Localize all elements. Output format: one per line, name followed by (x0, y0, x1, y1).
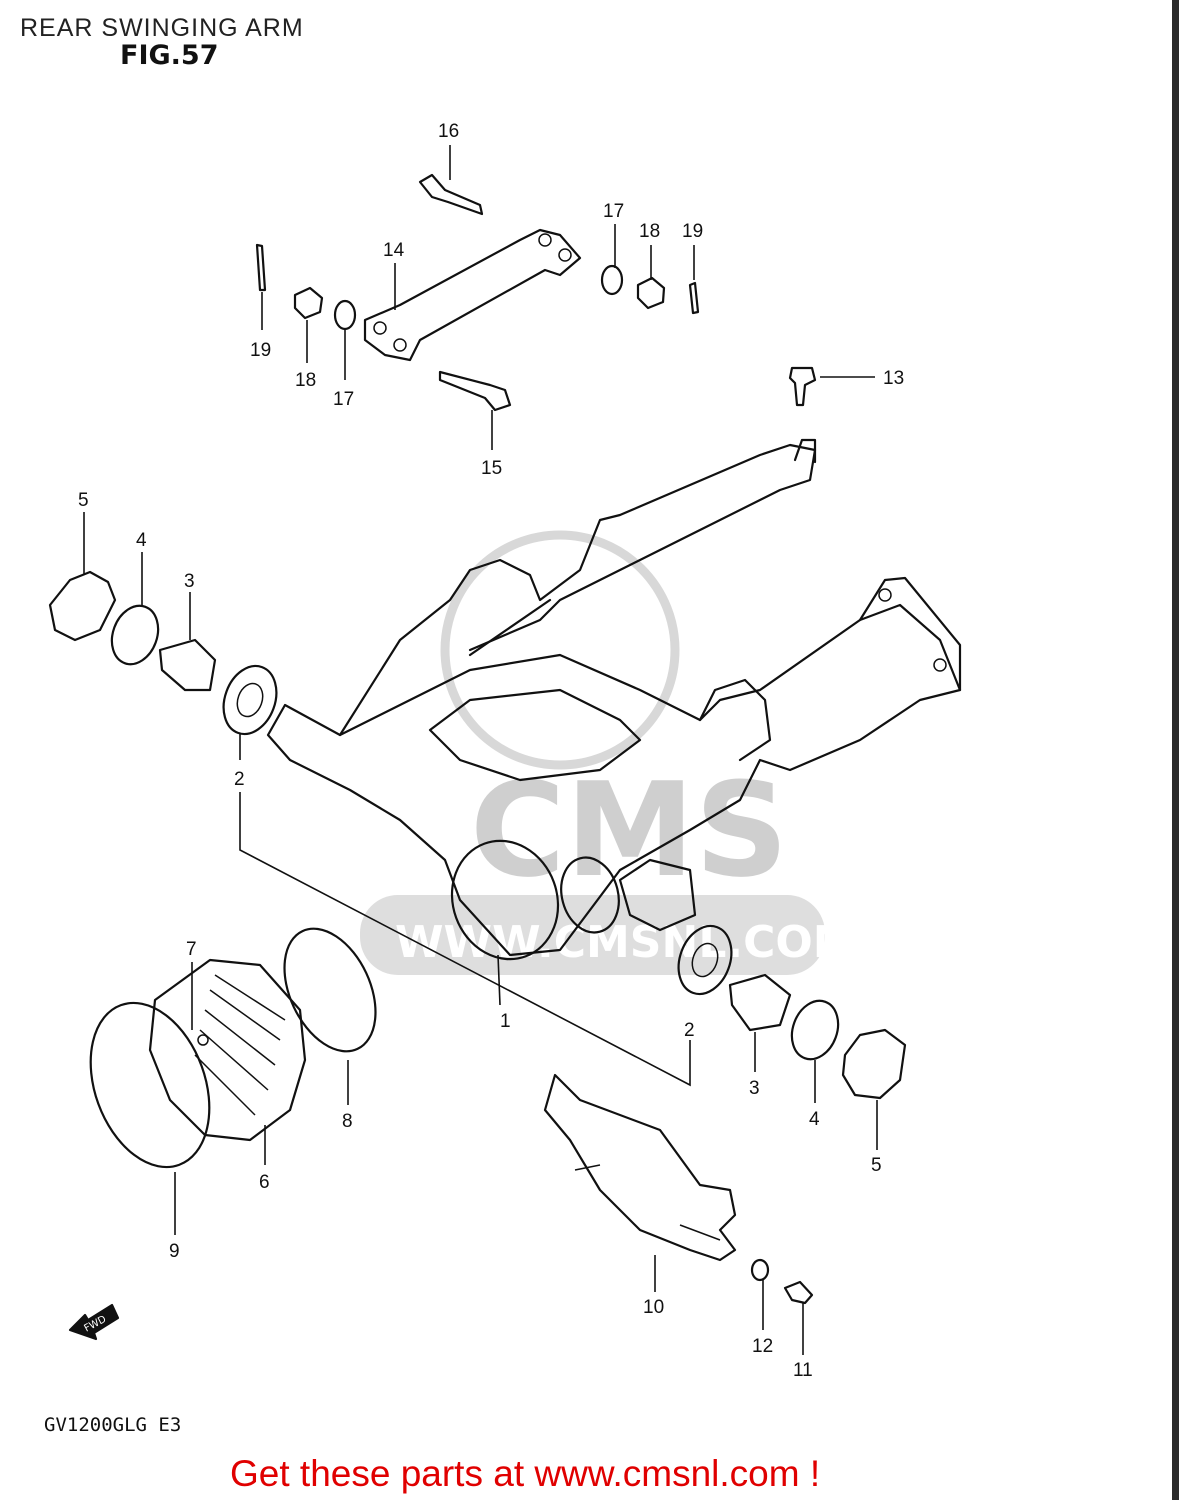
leader-lines (83, 145, 878, 1355)
callout-4-left: 4 (136, 530, 147, 551)
pivot-3-left (158, 638, 217, 692)
spacer-4-right (790, 999, 840, 1061)
clamp-9 (89, 1001, 211, 1169)
cotter-pin-19-left (255, 243, 267, 292)
small-hardware (255, 243, 770, 1282)
callout-9: 9 (169, 1241, 180, 1262)
callout-5-left: 5 (78, 490, 89, 511)
callout-18-left: 18 (295, 370, 316, 391)
seal-5-left (48, 570, 117, 642)
callout-numbers: 1 2 2 3 3 4 4 5 5 6 7 8 9 10 11 12 13 14… (78, 121, 904, 1381)
callout-18-right: 18 (639, 221, 660, 242)
boot-6 (148, 958, 307, 1142)
callout-6: 6 (259, 1172, 270, 1193)
bearing-2-left (222, 664, 278, 736)
callout-19-left: 19 (250, 340, 271, 361)
callout-3-left: 3 (184, 571, 195, 592)
page-title: REAR SWINGING ARM (20, 14, 304, 42)
band-8 (283, 927, 377, 1053)
callout-8: 8 (342, 1111, 353, 1132)
watermark-logo-text: CMS (470, 754, 788, 906)
callout-19-right: 19 (682, 221, 703, 242)
callout-7: 7 (186, 939, 197, 960)
callout-3-right: 3 (749, 1078, 760, 1099)
pivot-3-right (728, 973, 792, 1032)
callout-10: 10 (643, 1297, 664, 1318)
right-frame-border (1172, 0, 1179, 1500)
figure-number: FIG.57 (120, 40, 219, 71)
washer-12 (750, 1258, 770, 1282)
washer-17-left (333, 299, 357, 331)
callout-2-left: 2 (234, 769, 245, 790)
screw-7 (197, 1034, 209, 1046)
boot-assembly (89, 927, 377, 1169)
washer-17-right (600, 264, 624, 296)
callout-17-left: 17 (333, 389, 354, 410)
callout-15: 15 (481, 458, 502, 479)
callout-2-right: 2 (684, 1020, 695, 1041)
swinging-arm-part-1 (266, 438, 962, 961)
cms-watermark-logo: CMS WWW.CMSNL.COM (360, 530, 857, 975)
left-bearing-stack (48, 570, 278, 736)
callout-4-right: 4 (809, 1109, 820, 1130)
nut-18-left (293, 286, 324, 320)
bearing-2-right (677, 924, 733, 996)
model-code: GV1200GLG E3 (44, 1414, 182, 1436)
callout-17-right: 17 (603, 201, 624, 222)
promo-link-text[interactable]: Get these parts at www.cmsnl.com ! (230, 1453, 821, 1494)
cotter-pin-19-right (688, 281, 700, 315)
seal-5-right (841, 1028, 907, 1100)
callout-1: 1 (500, 1011, 511, 1032)
cover-part-10 (543, 1073, 737, 1262)
forward-arrow: FWD (68, 1303, 120, 1341)
nut-18-right (636, 276, 666, 310)
spacer-4-left (110, 604, 160, 666)
callout-13: 13 (883, 368, 904, 389)
callout-16: 16 (438, 121, 459, 142)
callout-5-right: 5 (871, 1155, 882, 1176)
callout-12: 12 (752, 1336, 773, 1357)
callout-11: 11 (793, 1360, 813, 1381)
torque-link-part-14 (363, 228, 582, 362)
callout-14: 14 (383, 240, 405, 261)
watermark-url-text: WWW.CMSNL.COM (395, 917, 857, 968)
right-bearing-stack (677, 924, 907, 1100)
bolts (418, 173, 817, 1305)
